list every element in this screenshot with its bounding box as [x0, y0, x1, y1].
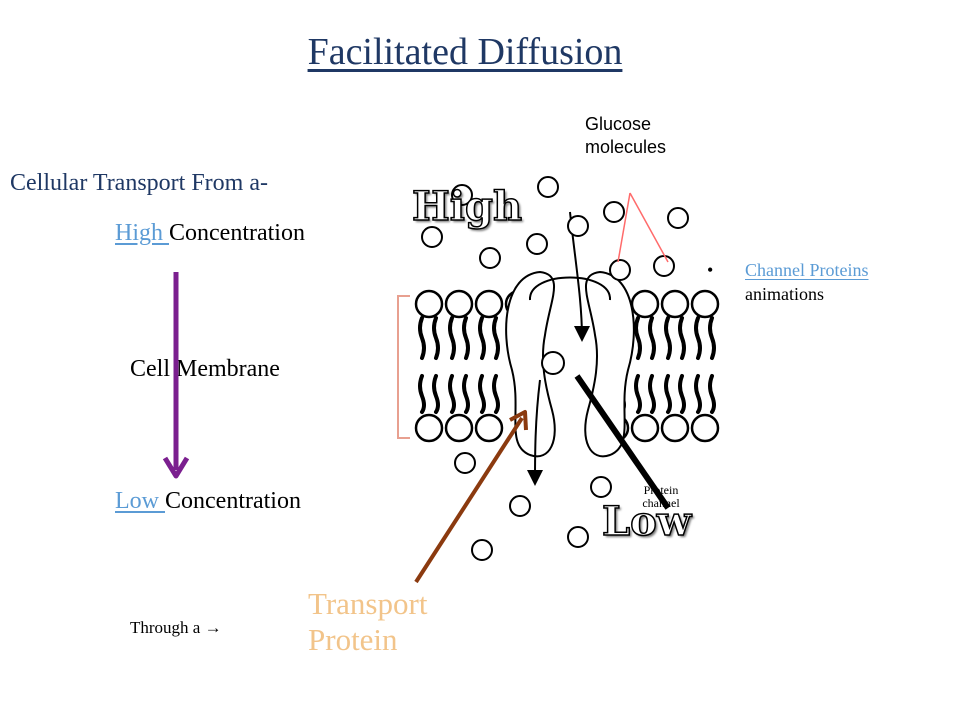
through-a-label: Through a → [130, 618, 222, 637]
high-concentration-text: Concentration [169, 220, 305, 246]
animations-text: animations [745, 284, 824, 305]
bullet-dot-icon: • [707, 260, 714, 280]
intro-text: Cellular Transport From a- [10, 170, 268, 196]
transport-protein-label: Transport Protein [308, 586, 428, 657]
glucose-pointer-lines [617, 192, 669, 263]
glucose-molecules-low [454, 452, 612, 561]
glucose-molecule-in-channel [541, 351, 565, 375]
glucose-molecules-label: Glucose molecules [585, 114, 667, 157]
protein-channel-label: Protein channel [642, 483, 680, 511]
cell-membrane-label: Cell Membrane [130, 356, 280, 382]
high-link[interactable]: High [115, 220, 169, 246]
low-link[interactable]: Low [115, 488, 165, 514]
page-title: Facilitated Diffusion [307, 31, 623, 73]
high-concentration-big-label: High [411, 182, 523, 231]
lipid-tails [418, 316, 716, 414]
low-concentration-text: Concentration [165, 488, 301, 514]
membrane-bracket [397, 295, 410, 439]
transport-protein-arrow [414, 410, 528, 584]
low-concentration-line: Low Concentration [115, 488, 301, 515]
high-concentration-line: High Concentration [115, 220, 305, 247]
channel-proteins-link[interactable]: Channel Proteins [745, 260, 869, 280]
protein-channel-pointer [574, 374, 671, 510]
low-concentration-big-label: Low [601, 497, 692, 546]
lipid-heads-top [414, 289, 720, 319]
lipid-heads-bottom [414, 413, 720, 443]
high-to-low-arrow [162, 272, 190, 479]
